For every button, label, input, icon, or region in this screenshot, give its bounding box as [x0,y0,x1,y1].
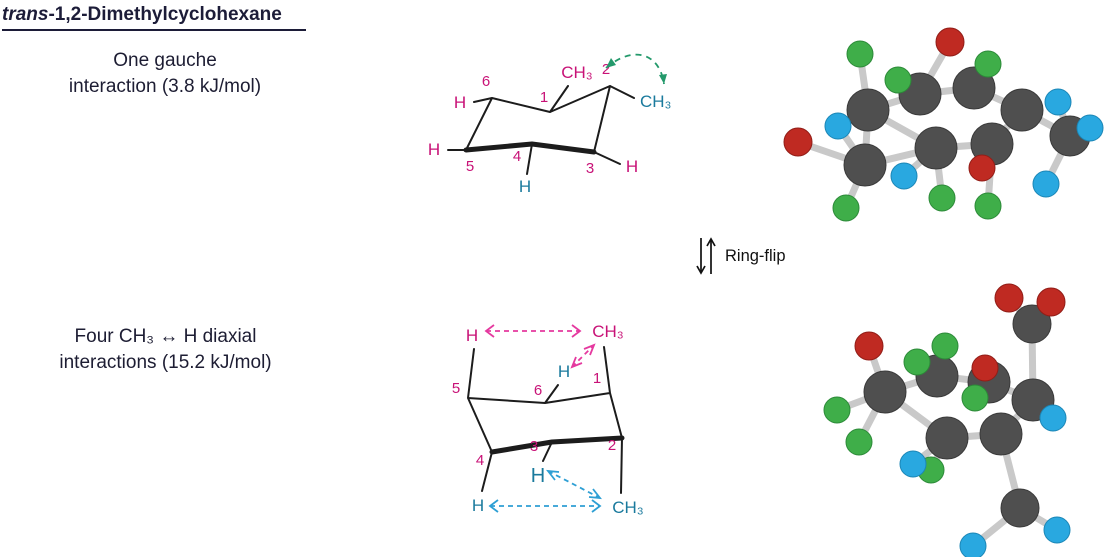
carbon-number-4: 4 [476,452,484,469]
ring-flip-arrows-icon [696,237,716,275]
carbon-number-3: 3 [530,438,538,455]
title-rest: -1,2-Dimethylcyclohexane [48,4,282,25]
ring-flip-indicator: Ring-flip [694,232,786,280]
carbon-atom [925,416,969,460]
methyl-carbon-atom [1000,488,1040,528]
carbon-atom [846,88,890,132]
hydrogen-blue-atom [959,532,987,557]
carbon-atom [863,370,907,414]
methyl-carbon-atom [1012,304,1052,344]
top-chair-labels: H H 6 1 CH₃ 2 CH₃ 5 4 H 3 H [428,61,672,196]
carbon-atom [979,412,1023,456]
hydrogen-green-atom [884,66,912,94]
carbon-atom [1000,88,1044,132]
red-atom [971,354,999,382]
caption-gauche: One gauche interaction (3.8 kJ/mol) [40,48,290,99]
top-molecular-model [783,27,1104,222]
diaxial-arrow-top-short [570,343,596,369]
bottom-chair-structure: H CH₃ H 5 6 1 4 3 2 H H CH₃ [452,322,644,517]
bottom-molecular-model [823,283,1071,557]
ch3-axial-bottom-label: CH₃ [612,498,643,517]
hydrogen-green-atom [931,332,959,360]
h-label-c5: H [428,140,440,159]
carbon-number-1: 1 [540,89,548,106]
hydrogen-blue-atom [1039,404,1067,432]
hydrogen-green-atom [832,194,860,222]
carbon-number-2: 2 [602,61,610,78]
carbon-atom [952,66,996,110]
carbon-number-2: 2 [608,437,616,454]
red-atom [1036,287,1066,317]
h-axial-top-label: H [466,326,478,345]
hydrogen-blue-atom [890,162,918,190]
carbon-number-5: 5 [452,380,460,397]
top-model-atoms [783,27,1104,222]
caption-gauche-line2: interaction (3.8 kJ/mol) [68,75,262,97]
red-atom [994,283,1024,313]
red-atom [935,27,965,57]
hydrogen-green-atom [845,428,873,456]
top-chair-structure: H H 6 1 CH₃ 2 CH₃ 5 4 H 3 H [428,53,672,196]
diaxial-arrow-top [484,324,582,338]
carbon-number-4: 4 [513,148,521,165]
h-axial-inner-label: H [531,465,545,487]
hydrogen-green-atom [823,396,851,424]
ring-flip-label: Ring-flip [725,246,786,265]
red-atom [854,331,884,361]
red-atom [968,154,996,182]
hydrogen-green-atom [846,40,874,68]
hydrogen-green-atom [903,348,931,376]
diaxial-arrow-bottom [488,499,602,513]
h-axial-bottom-label: H [472,496,484,515]
caption-gauche-line1: One gauche [113,50,217,71]
diaxial-arrow-bottom-diagonal [546,469,602,500]
red-atom [783,127,813,157]
hydrogen-blue-atom [1044,88,1072,116]
hydrogen-blue-atom [1043,516,1071,544]
carbon-number-6: 6 [482,73,490,90]
carbon-atom [914,126,958,170]
gauche-interaction-arrow [605,53,667,85]
ch3-equatorial-label: CH₃ [640,92,671,111]
carbon-number-1: 1 [593,370,601,387]
figure-title: trans-1,2-Dimethylcyclohexane [2,4,306,31]
caption-diaxial-line1: Four CH₃ ↔ H diaxial [74,326,257,347]
carbon-number-5: 5 [466,158,474,175]
hydrogen-green-atom [928,184,956,212]
caption-diaxial: Four CH₃ ↔ H diaxial interactions (15.2 … [8,324,323,375]
hydrogen-blue-atom [1032,170,1060,198]
caption-diaxial-line2: interactions (15.2 kJ/mol) [59,351,272,373]
ch3-axial-top-label: CH₃ [592,322,623,341]
top-chair-bonds [447,85,635,175]
bottom-model-atoms [823,283,1071,557]
h-inner-label: H [558,362,570,381]
hydrogen-blue-atom [899,450,927,478]
title-italic-part: trans [2,4,49,25]
carbon-number-6: 6 [534,382,542,399]
hydrogen-green-atom [974,192,1002,220]
bottom-chair-labels: H CH₃ H 5 6 1 4 3 2 H H CH₃ [452,322,644,517]
h-label-c6: H [454,93,466,112]
h-label-c3: H [626,157,638,176]
hydrogen-green-atom [961,384,989,412]
hydrogen-blue-atom [824,112,852,140]
hydrogen-green-atom [974,50,1002,78]
carbon-atom [843,143,887,187]
ch3-axial-label: CH₃ [561,63,592,82]
hydrogen-blue-atom [1076,114,1104,142]
h-label-c4: H [519,177,531,196]
bottom-chair-bonds [467,346,625,494]
carbon-number-3: 3 [586,160,594,177]
